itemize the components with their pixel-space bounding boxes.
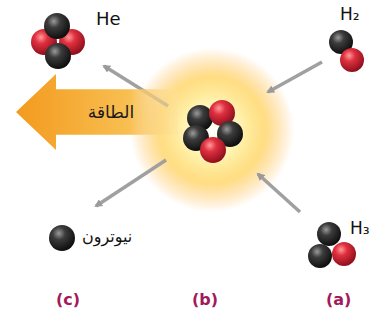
neutron <box>49 225 75 251</box>
motion-arrows <box>96 62 322 212</box>
fused-nucleus <box>183 100 243 163</box>
deuterium-nucleus <box>329 30 364 72</box>
panel-letter: (a) <box>326 290 351 309</box>
energy-arrow: الطاقة <box>16 74 178 150</box>
element-symbol: H₃ <box>350 218 370 238</box>
energy-label: الطاقة <box>88 102 134 122</box>
element-symbol: H₂ <box>340 4 360 24</box>
panel-letter: (c) <box>56 290 80 309</box>
particle-name: نيوترون <box>82 227 132 246</box>
panel-letter: (b) <box>192 290 218 309</box>
helium-nucleus <box>31 13 85 69</box>
tritium-nucleus <box>308 222 356 268</box>
element-symbol: He <box>96 8 121 29</box>
